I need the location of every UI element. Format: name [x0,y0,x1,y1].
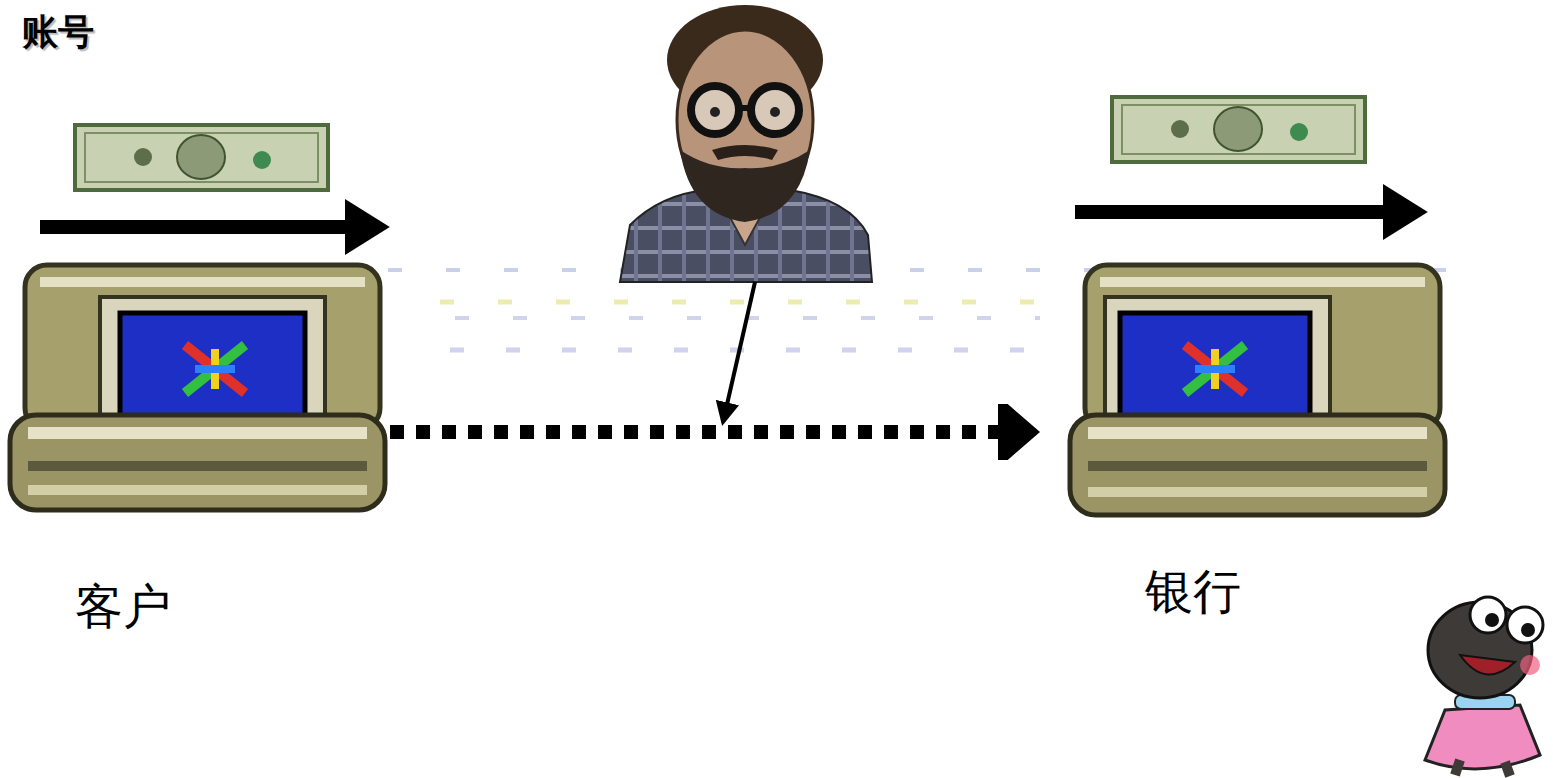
dotted-connector [390,425,1040,439]
cartoon-mascot [1425,597,1543,776]
banknote-seal [1290,123,1308,141]
mascot-leg [1455,760,1460,775]
computer-icon [10,265,385,510]
banknote-body [1112,97,1365,162]
computer-node: 客户 [10,265,390,645]
node-label: 银行 [1145,565,1241,618]
base-stripe [28,461,367,471]
banknote-border [1122,105,1355,154]
computer-node: 银行 [1040,265,1450,625]
screen-logo [195,365,235,373]
banknote-portrait [1214,107,1262,151]
flow-arrow [40,220,352,234]
node-label: 客户 [75,580,171,633]
base-stripe [1088,487,1427,497]
computer-icon [1070,265,1445,515]
monitor-highlight [40,277,365,287]
computer-base [1070,415,1445,515]
mascot-mouth [1460,655,1515,674]
edge-group [390,432,1040,433]
banknote [75,125,328,190]
banknote [1112,97,1365,162]
base-stripe [1088,461,1427,471]
base-highlight [1088,427,1427,439]
banknote-portrait [177,135,225,179]
mascot-eye [1507,607,1543,643]
flow-arrow [1075,205,1390,219]
banknote-seal [134,148,152,166]
glasses [751,86,799,134]
monitor-screen [120,313,305,423]
tap-pointer [723,282,755,422]
banknote-body [75,125,328,190]
banknote-border [85,133,318,182]
mascot-pupil [1521,623,1535,637]
base-highlight [28,427,367,439]
mascot-eye [1470,597,1506,633]
monitor-screen [1120,313,1310,423]
mascot-pupil [1485,613,1499,627]
diagram-title: 账号 [22,8,94,57]
banknote-seal [253,151,271,169]
screen-logo [185,345,245,393]
eye [770,107,780,117]
mascot-cheek [1520,655,1540,675]
beard [680,150,810,222]
eavesdropper [620,5,872,282]
monitor-highlight [1100,277,1425,287]
screen-logo [1185,345,1245,393]
computer-base [10,415,385,510]
monitor-body [1085,265,1440,430]
eye [710,107,720,117]
banknote-seal [1171,120,1189,138]
mascot-leg [1505,762,1510,776]
glasses [691,86,739,134]
signal-dash [440,300,1050,305]
screen-logo [185,345,245,393]
screen-logo [1185,345,1245,393]
screen-logo [1195,365,1235,373]
mascot-skirt [1425,705,1540,769]
glasses-bridge [739,105,751,111]
moustache [712,145,778,160]
base-stripe [28,485,367,495]
